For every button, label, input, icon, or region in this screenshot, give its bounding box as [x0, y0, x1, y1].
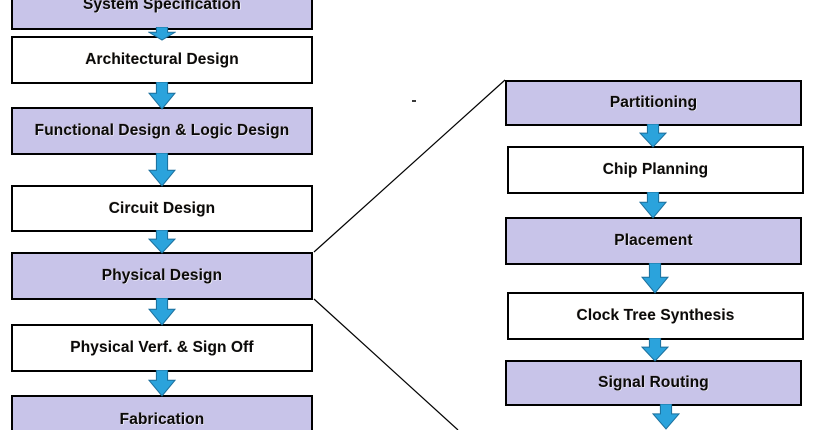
flow-box-label: Physical Verf. & Sign Off — [70, 339, 254, 357]
flow-box-label: Fabrication — [119, 411, 205, 429]
flow-box-label: Architectural Design — [85, 51, 239, 69]
expander-line-lower — [313, 298, 459, 430]
flow-box-clock-tree-synthesis[interactable]: Clock Tree Synthesis — [507, 292, 804, 340]
flow-box-physical-design[interactable]: Physical Design — [11, 252, 313, 300]
flow-box-fabrication[interactable]: Fabrication — [11, 395, 313, 430]
arrow-physical-to-verification — [148, 298, 176, 326]
flow-box-label: Clock Tree Synthesis — [576, 307, 735, 325]
flow-box-signal-routing[interactable]: Signal Routing — [505, 360, 802, 406]
flow-box-physical-verification-sign-off[interactable]: Physical Verf. & Sign Off — [11, 324, 313, 372]
arrow-verification-to-fabrication — [148, 370, 176, 397]
arrow-placement-to-clock-tree — [641, 263, 669, 294]
arrow-partitioning-to-chip-planning — [639, 124, 667, 148]
flow-box-functional-logic-design[interactable]: Functional Design & Logic Design — [11, 107, 313, 155]
flow-box-label: Circuit Design — [108, 199, 216, 217]
flow-box-label: Partitioning — [609, 94, 698, 112]
flow-box-placement[interactable]: Placement — [505, 217, 802, 265]
arrow-signal-routing-to-next — [652, 404, 680, 430]
expander-line-upper — [313, 79, 506, 253]
flow-box-label: Functional Design & Logic Design — [34, 122, 290, 140]
arrow-architectural-to-functional — [148, 82, 176, 110]
flow-box-label: Signal Routing — [598, 374, 709, 392]
stray-speck — [412, 100, 416, 102]
arrow-clock-tree-to-signal-routing — [641, 338, 669, 362]
flow-box-partitioning[interactable]: Partitioning — [505, 80, 802, 126]
arrow-chip-planning-to-placement — [639, 192, 667, 219]
flow-box-label: Placement — [614, 232, 693, 250]
flow-box-circuit-design[interactable]: Circuit Design — [11, 185, 313, 232]
flow-box-label: Physical Design — [101, 267, 223, 285]
flow-box-architectural-design[interactable]: Architectural Design — [11, 36, 313, 84]
flow-box-system-specification[interactable]: System Specification — [11, 0, 313, 30]
arrow-functional-to-circuit — [148, 153, 176, 187]
flow-box-label: System Specification — [83, 0, 241, 14]
flow-box-label: Chip Planning — [602, 161, 709, 179]
flow-box-chip-planning[interactable]: Chip Planning — [507, 146, 804, 194]
arrow-circuit-to-physical — [148, 230, 176, 254]
